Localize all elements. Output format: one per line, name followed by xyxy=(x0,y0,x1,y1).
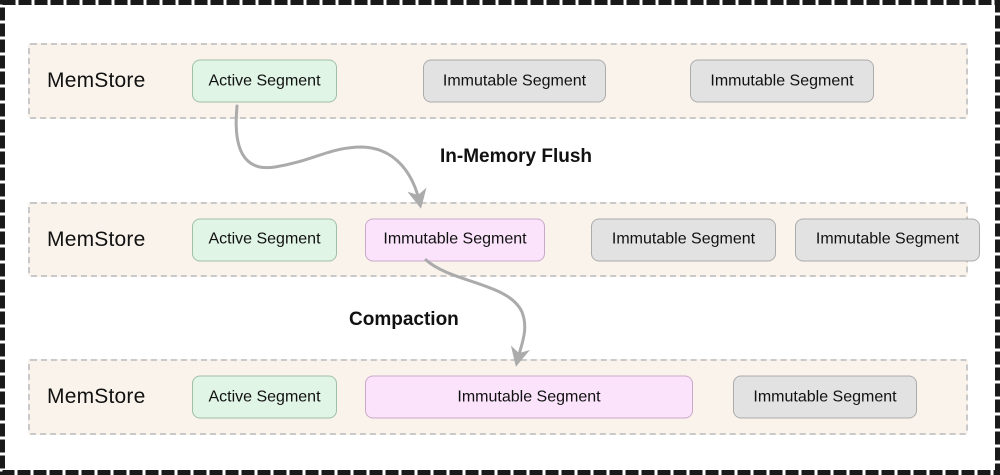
flushed-immutable-segment: Immutable Segment xyxy=(365,218,545,261)
active-segment: Active Segment xyxy=(192,59,337,103)
immutable-segment: Immutable Segment xyxy=(690,59,874,103)
memstore-row-3: MemStore Active Segment Immutable Segmen… xyxy=(28,359,968,435)
memstore-row-2: MemStore Active Segment Immutable Segmen… xyxy=(28,202,980,277)
memstore-row-1: MemStore Active Segment Immutable Segmen… xyxy=(28,43,968,119)
active-segment: Active Segment xyxy=(192,218,337,261)
memstore-label: MemStore xyxy=(47,227,146,251)
in-memory-flush-label: In-Memory Flush xyxy=(440,146,593,167)
merged-immutable-segment: Immutable Segment xyxy=(365,375,693,419)
flush-arrow xyxy=(234,104,427,209)
compaction-label: Compaction xyxy=(349,309,459,330)
memstore-label: MemStore xyxy=(47,385,146,408)
immutable-segment: Immutable Segment xyxy=(795,218,980,261)
immutable-segment: Immutable Segment xyxy=(423,59,606,103)
memstore-label: MemStore xyxy=(47,69,146,92)
immutable-segment: Immutable Segment xyxy=(591,218,776,261)
active-segment: Active Segment xyxy=(192,375,337,419)
immutable-segment: Immutable Segment xyxy=(733,375,917,419)
